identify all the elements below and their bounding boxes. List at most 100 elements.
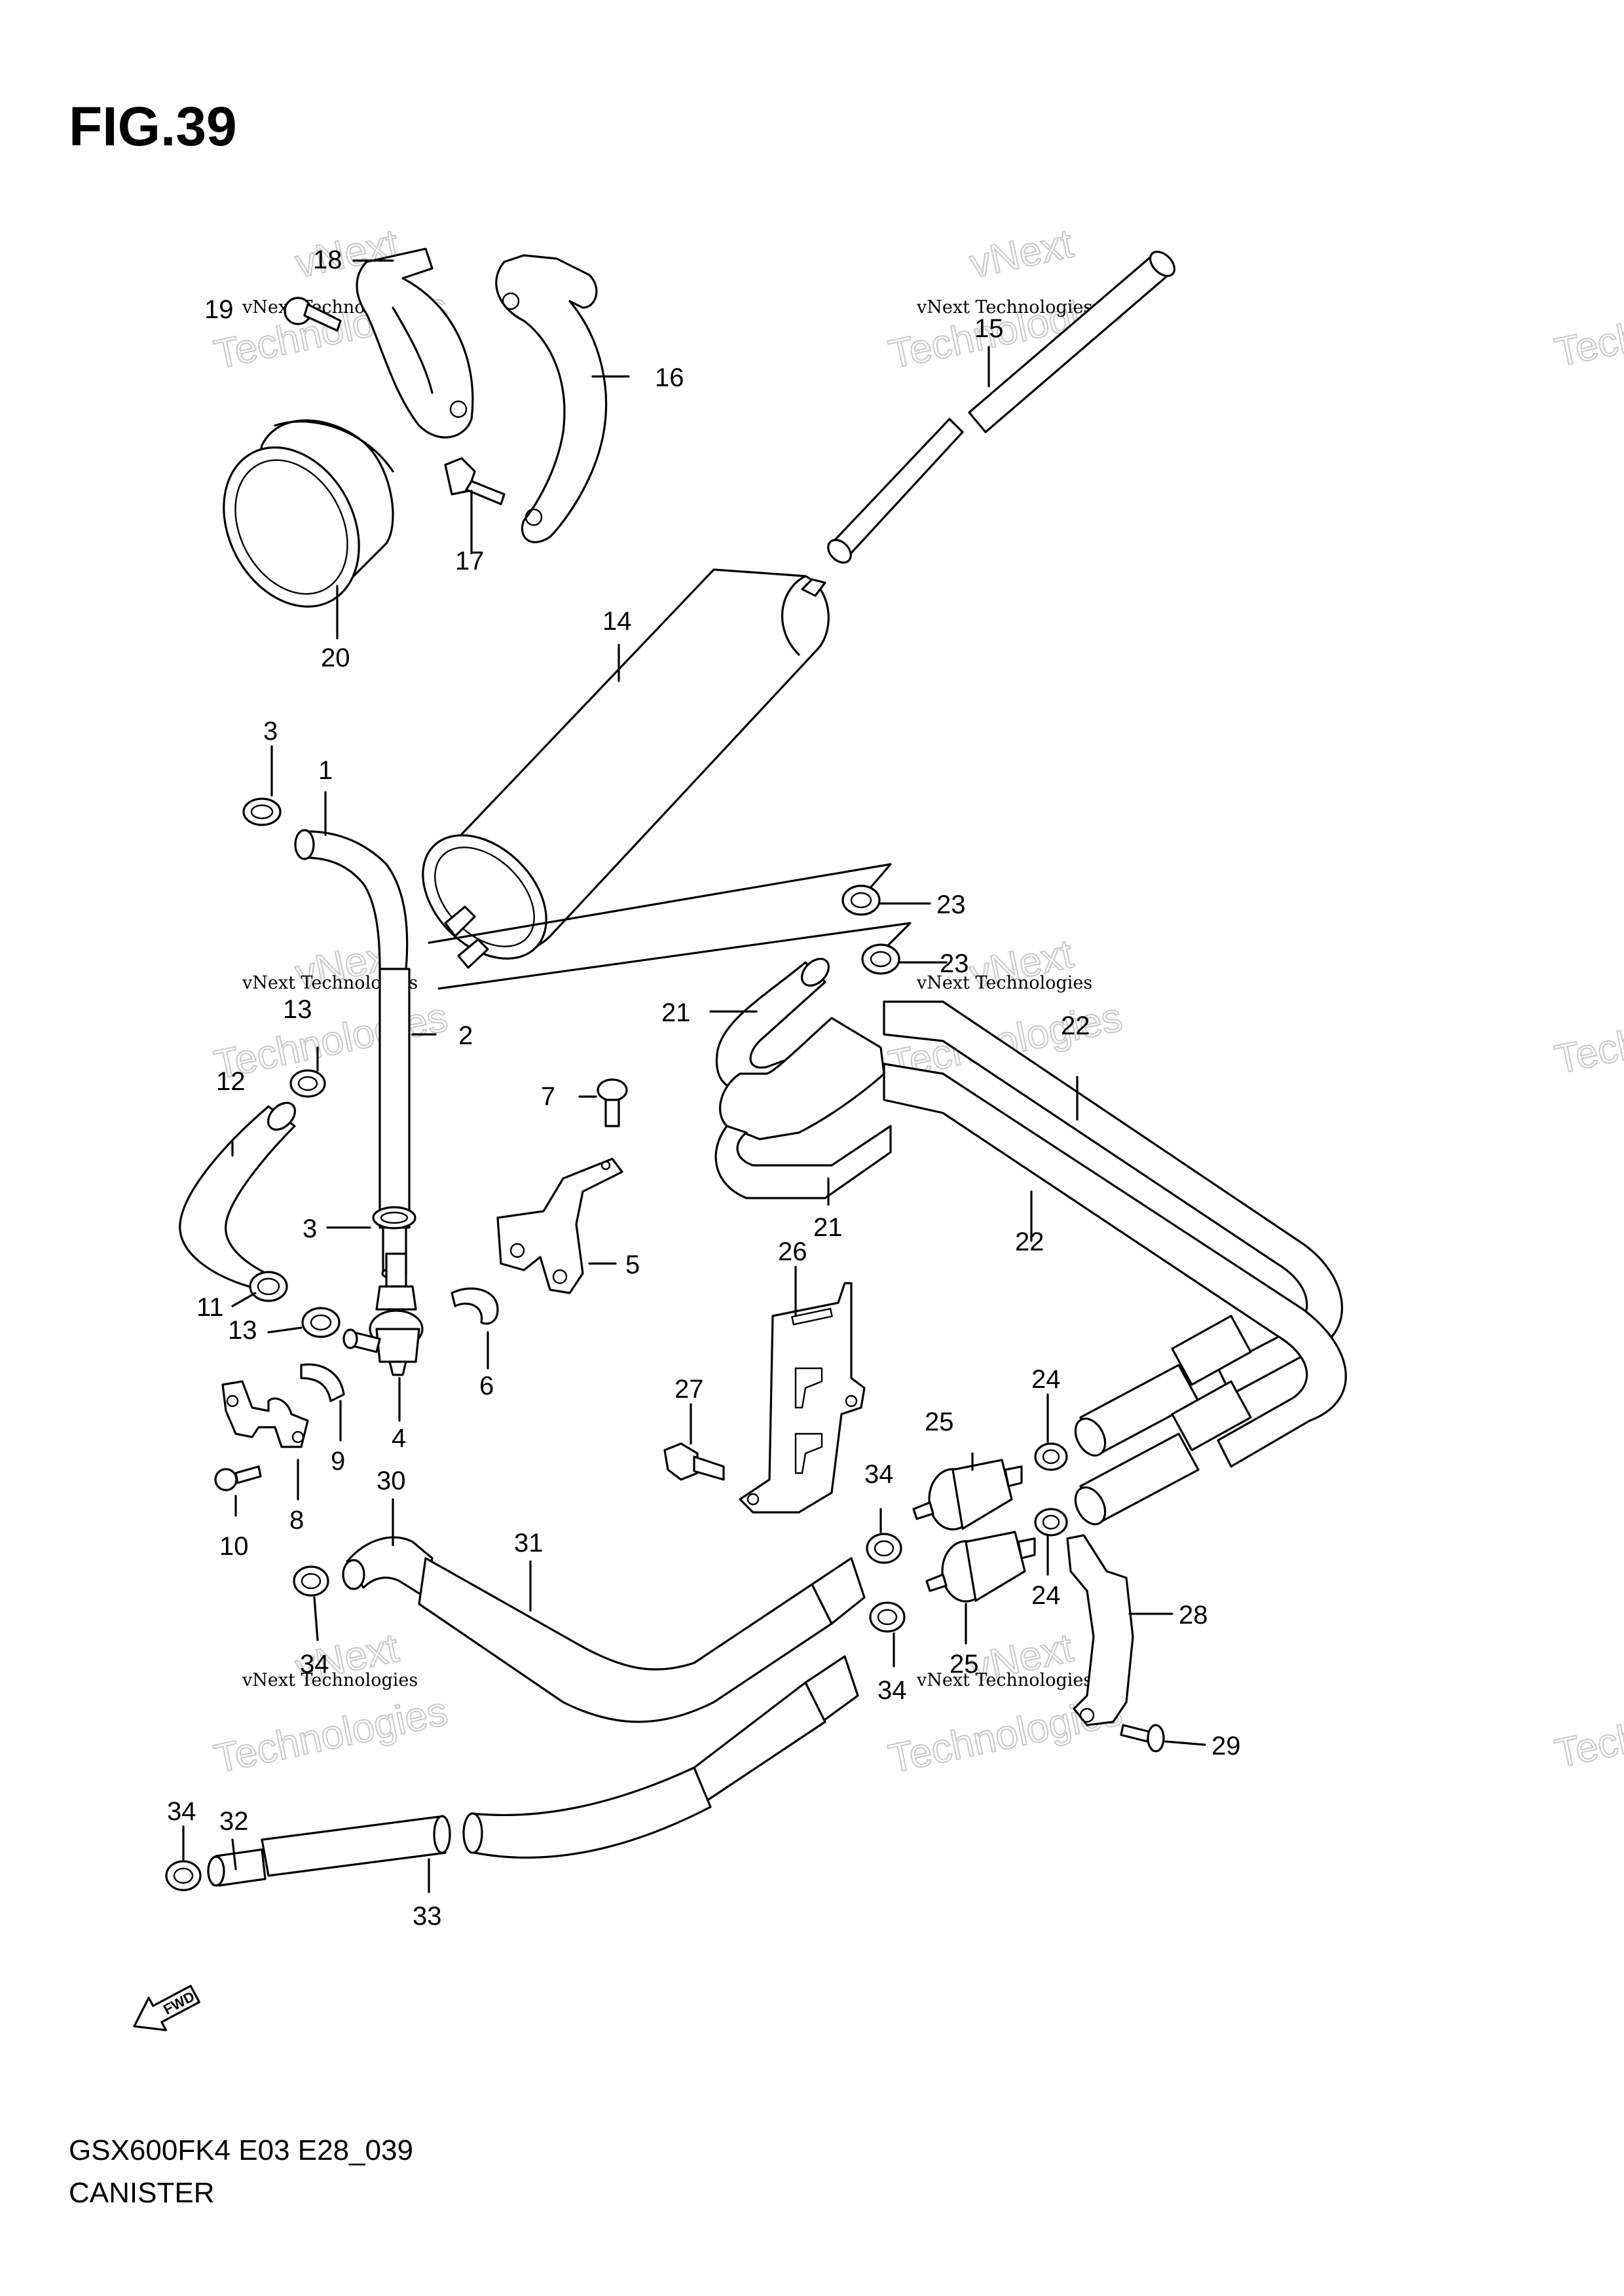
part-21-hose-b bbox=[719, 1017, 885, 1140]
part-34-clamp-b bbox=[866, 1533, 902, 1564]
part-22-hose-b bbox=[883, 1063, 1347, 1468]
watermark-line3: Technologies bbox=[210, 1688, 451, 1782]
callout-33: 33 bbox=[413, 1902, 442, 1931]
callout-27: 27 bbox=[674, 1375, 704, 1404]
part-6-clip bbox=[451, 1287, 499, 1325]
leader-lines bbox=[182, 259, 1206, 1893]
callout-21b: 21 bbox=[813, 1213, 843, 1242]
watermark-caption: vNext Technologies bbox=[916, 973, 1092, 993]
callout-23b: 23 bbox=[940, 949, 969, 978]
part-27-bolt bbox=[663, 1442, 725, 1481]
watermark-line3: Technologies bbox=[1551, 1683, 1624, 1777]
callout-25a: 25 bbox=[925, 1408, 954, 1436]
callout-4: 4 bbox=[392, 1424, 406, 1453]
callout-6: 6 bbox=[479, 1372, 494, 1400]
callout-3a: 3 bbox=[263, 717, 278, 746]
watermark: vNext Technologies bbox=[210, 931, 452, 1089]
part-3-clamp-a bbox=[242, 797, 282, 826]
figure-title: FIG.39 bbox=[69, 96, 237, 157]
part-25-valve-b bbox=[925, 1531, 1036, 1603]
callout-10: 10 bbox=[219, 1532, 249, 1561]
callout-9: 9 bbox=[331, 1447, 345, 1476]
callout-29: 29 bbox=[1211, 1732, 1241, 1760]
watermark-line3: Technologies bbox=[1551, 282, 1624, 376]
part-2-hose bbox=[378, 968, 411, 1280]
callout-7: 7 bbox=[541, 1082, 555, 1111]
callout-22b: 22 bbox=[1015, 1228, 1044, 1256]
part-33-hose bbox=[261, 1766, 712, 1877]
part-26-bracket bbox=[739, 1282, 866, 1514]
part-28-bracket bbox=[1066, 1534, 1134, 1726]
part-29-screw bbox=[1120, 1724, 1165, 1753]
part-9-clip bbox=[300, 1363, 345, 1402]
part-34-clamp-a bbox=[293, 1565, 329, 1597]
part-1-hose bbox=[294, 829, 409, 970]
watermark-line3: Technologies bbox=[210, 994, 451, 1088]
callout-5: 5 bbox=[625, 1250, 640, 1279]
part-23-clamp-b bbox=[861, 943, 900, 975]
part-13-clamp-b bbox=[301, 1307, 341, 1338]
watermark-caption: vNext Technologies bbox=[916, 297, 1092, 318]
part-15-hose bbox=[827, 250, 1176, 564]
part-34-clamp-d bbox=[165, 1860, 202, 1891]
callout-19: 19 bbox=[204, 295, 234, 324]
watermark-caption: vNext Technologies bbox=[916, 1670, 1092, 1690]
part-10-screw bbox=[214, 1465, 262, 1491]
part-16-bracket bbox=[495, 254, 608, 543]
callout-22a: 22 bbox=[1061, 1011, 1090, 1040]
part-11-hose-end bbox=[249, 1271, 288, 1302]
part-3-clamp-b bbox=[372, 1206, 416, 1230]
callout-14: 14 bbox=[602, 607, 632, 636]
callout-20: 20 bbox=[321, 644, 350, 672]
callout-15: 15 bbox=[974, 314, 1004, 343]
part-21-lower-band bbox=[714, 1125, 892, 1199]
model-code: GSX600FK4 E03 E28_039 bbox=[69, 2134, 413, 2166]
callout-24b: 24 bbox=[1031, 1581, 1061, 1610]
callout-1: 1 bbox=[318, 756, 333, 785]
callout-12: 12 bbox=[216, 1067, 246, 1096]
part-12-hose bbox=[179, 1102, 296, 1288]
part-8-bracket bbox=[221, 1380, 309, 1448]
part-24-clamp-a bbox=[1034, 1442, 1068, 1471]
callout-25b: 25 bbox=[950, 1650, 979, 1679]
callout-13b: 13 bbox=[228, 1316, 257, 1345]
part-4-valve bbox=[342, 1252, 424, 1376]
callout-21a: 21 bbox=[661, 998, 691, 1027]
short-hoses-24 bbox=[1074, 1315, 1252, 1525]
callout-34c: 34 bbox=[877, 1676, 907, 1705]
callout-8: 8 bbox=[289, 1506, 304, 1535]
part-30-hose bbox=[342, 1536, 434, 1599]
callout-18: 18 bbox=[313, 246, 342, 274]
callout-24a: 24 bbox=[1031, 1365, 1061, 1394]
part-5-bracket bbox=[496, 1157, 623, 1294]
watermark: Technologies bbox=[1551, 282, 1624, 376]
callout-26: 26 bbox=[778, 1237, 807, 1266]
callout-28: 28 bbox=[1179, 1601, 1208, 1630]
part-17-bolt bbox=[444, 457, 506, 505]
callout-labels: 18 19 16 15 17 20 14 3 1 2 13 12 3 11 13… bbox=[167, 246, 1241, 1931]
callout-32: 32 bbox=[219, 1807, 249, 1836]
part-24-clamp-b bbox=[1034, 1508, 1068, 1537]
callout-17: 17 bbox=[455, 547, 485, 575]
watermark-line1: vNext bbox=[966, 221, 1077, 287]
callout-34d: 34 bbox=[167, 1797, 196, 1826]
callout-16: 16 bbox=[655, 363, 684, 392]
watermark-caption: vNext Technologies bbox=[242, 1670, 418, 1690]
fwd-arrow-icon: FWD bbox=[133, 1984, 200, 2032]
watermark: Technologies bbox=[1551, 989, 1624, 1084]
callout-23a: 23 bbox=[936, 890, 966, 919]
part-18-bracket bbox=[356, 247, 474, 439]
part-34-clamp-c bbox=[869, 1601, 906, 1633]
callout-13a: 13 bbox=[283, 995, 312, 1024]
part-19-bolt bbox=[284, 297, 342, 332]
callout-34b: 34 bbox=[864, 1460, 894, 1489]
watermark: Technologies bbox=[1551, 1683, 1624, 1777]
callout-34a: 34 bbox=[300, 1650, 329, 1679]
callout-11: 11 bbox=[196, 1293, 224, 1322]
callout-3b: 3 bbox=[303, 1214, 317, 1243]
part-7-screw bbox=[597, 1078, 628, 1127]
part-32-hose-end bbox=[207, 1848, 267, 1887]
assembly-name: CANISTER bbox=[69, 2177, 215, 2209]
